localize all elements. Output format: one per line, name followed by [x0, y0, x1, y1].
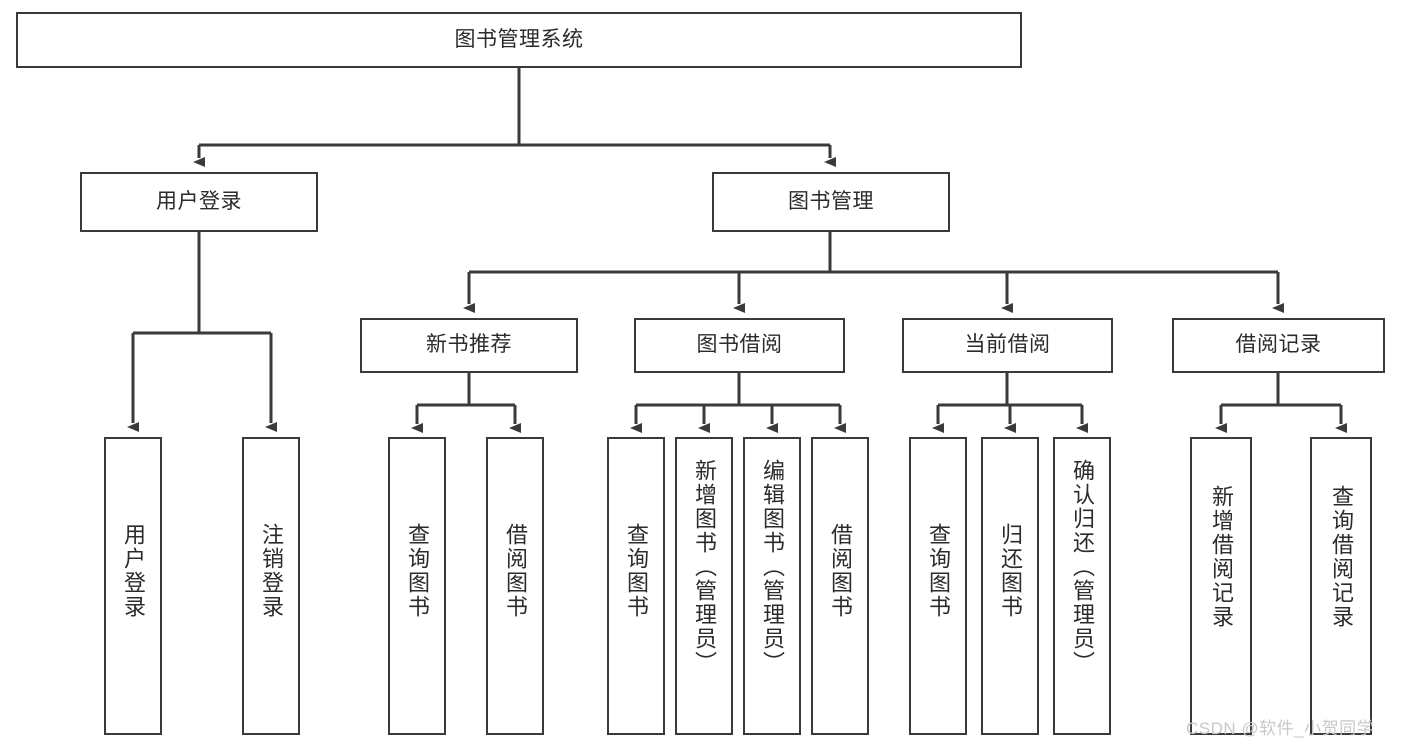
node-current-borrow-label: 当前借阅: [964, 333, 1051, 357]
leaf-return-book-label: 归还图书: [998, 523, 1023, 619]
node-book-borrow-label: 图书借阅: [696, 333, 783, 357]
leaf-confirm-return-admin-label: 确认归还（管理员）: [1070, 459, 1095, 675]
leaf-lend-book-label: 借阅图书: [828, 523, 853, 619]
node-new-book-recommend-label: 新书推荐: [426, 333, 512, 357]
leaf-user-login-label: 用户登录: [121, 523, 146, 619]
leaf-add-book-admin[interactable]: 新增图书（管理员）: [675, 437, 733, 735]
leaf-add-book-admin-label: 新增图书（管理员）: [692, 459, 717, 675]
node-user-login[interactable]: 用户登录: [80, 172, 318, 232]
leaf-user-login[interactable]: 用户登录: [104, 437, 162, 735]
node-book-borrow[interactable]: 图书借阅: [634, 318, 845, 373]
node-root[interactable]: 图书管理系统: [16, 12, 1022, 68]
leaf-lend-book[interactable]: 借阅图书: [811, 437, 869, 735]
leaf-borrow-book-recommend-label: 借阅图书: [503, 523, 528, 619]
leaf-query-book[interactable]: 查询图书: [607, 437, 665, 735]
leaf-query-book-current[interactable]: 查询图书: [909, 437, 967, 735]
node-root-label: 图书管理系统: [454, 27, 584, 51]
leaf-add-borrow-record-label: 新增借阅记录: [1209, 485, 1234, 629]
watermark: CSDN @软件_小贺同学: [1186, 719, 1375, 738]
leaf-add-borrow-record[interactable]: 新增借阅记录: [1190, 437, 1252, 735]
leaf-logout-label: 注销登录: [259, 523, 284, 619]
node-borrow-records-label: 借阅记录: [1235, 333, 1322, 357]
leaf-borrow-book-recommend[interactable]: 借阅图书: [486, 437, 544, 735]
node-user-login-label: 用户登录: [156, 189, 242, 213]
node-current-borrow[interactable]: 当前借阅: [902, 318, 1113, 373]
leaf-query-book-current-label: 查询图书: [926, 523, 951, 619]
node-borrow-records[interactable]: 借阅记录: [1172, 318, 1385, 373]
leaf-query-book-label: 查询图书: [624, 523, 649, 619]
node-book-management[interactable]: 图书管理: [712, 172, 950, 232]
node-new-book-recommend[interactable]: 新书推荐: [360, 318, 578, 373]
node-book-management-label: 图书管理: [788, 189, 874, 213]
leaf-edit-book-admin[interactable]: 编辑图书（管理员）: [743, 437, 801, 735]
leaf-return-book[interactable]: 归还图书: [981, 437, 1039, 735]
leaf-edit-book-admin-label: 编辑图书（管理员）: [760, 459, 785, 675]
leaf-query-book-recommend[interactable]: 查询图书: [388, 437, 446, 735]
leaf-query-borrow-record[interactable]: 查询借阅记录: [1310, 437, 1372, 735]
leaf-confirm-return-admin[interactable]: 确认归还（管理员）: [1053, 437, 1111, 735]
leaf-query-borrow-record-label: 查询借阅记录: [1329, 485, 1354, 629]
leaf-logout[interactable]: 注销登录: [242, 437, 300, 735]
leaf-query-book-recommend-label: 查询图书: [405, 523, 430, 619]
